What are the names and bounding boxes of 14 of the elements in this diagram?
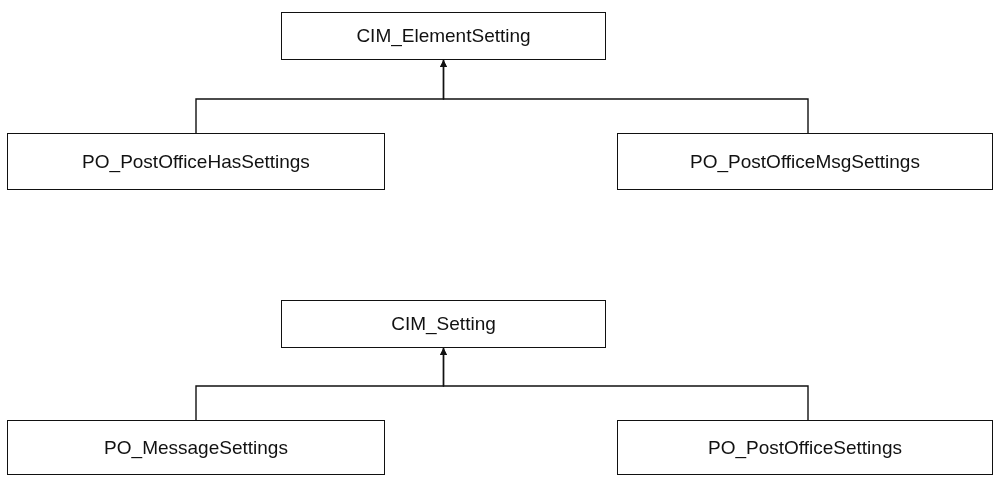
- class-name: PO_PostOfficeMsgSettings: [690, 150, 920, 173]
- class-box: [617, 420, 993, 475]
- class-name: PO_MessageSettings: [104, 436, 288, 459]
- class-box: [7, 420, 385, 475]
- class-box: [617, 133, 993, 190]
- class-box: [281, 300, 606, 348]
- class-box: [281, 12, 606, 60]
- class-name: PO_PostOfficeSettings: [708, 436, 902, 459]
- class-name: PO_PostOfficeHasSettings: [82, 150, 310, 173]
- class-box: [7, 133, 385, 190]
- inheritance-connector: [440, 59, 809, 134]
- class-name: CIM_Setting: [391, 313, 496, 335]
- inheritance-connector: [440, 347, 809, 421]
- class-name: CIM_ElementSetting: [356, 25, 531, 47]
